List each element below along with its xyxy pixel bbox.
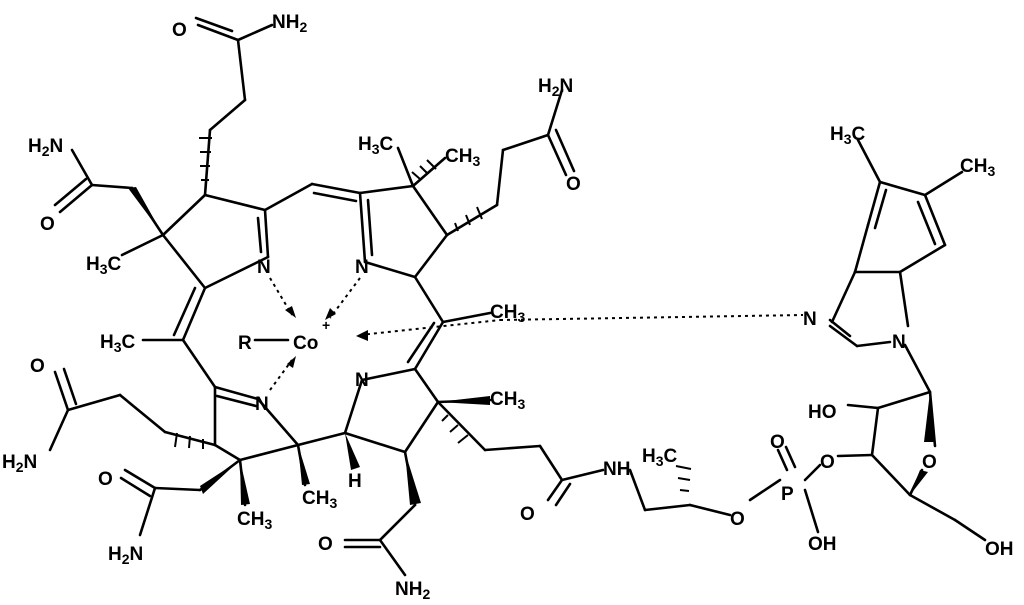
ribose-oh: OH [985,539,1014,560]
amide-oxygen-bottom: O [318,534,333,555]
nitrogen-ring-d: N [255,394,269,415]
ribose-ring-oxygen: O [922,452,937,473]
benzimidazole-n3: N [803,309,817,330]
methyl-ring-d-1: CH3 [237,509,272,532]
methyl-meso-left: H3C [100,332,136,355]
oxygen-ribose-ester: O [820,452,835,473]
benzimidazole-n1: N [892,332,906,353]
coordination-bonds [269,277,804,391]
amide-h2n-bottom-left: H2N [2,452,37,475]
methyl-loop: H3C [642,446,678,469]
phosphorus-label: P [781,484,794,505]
atom-labels: Co + R N N N N O NH2 H2N O H3C H3C CH3 H… [2,12,1014,602]
amide-nh2-top: NH2 [272,12,307,35]
methyl-ring-b-1: H3C [358,134,394,157]
hydrogen-ring-c: H [348,471,362,492]
bond-lines [48,16,987,577]
amide-nh-loop: NH [603,459,630,480]
r-group-label: R [238,333,252,354]
methyl-ring-a: H3C [86,254,122,277]
coordination-arrowheads [285,306,368,368]
methyl-ring-d-2: CH3 [302,488,337,511]
stereo-wedges [128,187,934,505]
phosphate-oh: OH [808,534,837,555]
amide-oxygen-top-right: O [566,174,581,195]
dimethyl-ch3: CH3 [960,156,995,179]
amide-oxygen-bottom-left: O [30,356,45,377]
nitrogen-ring-c: N [355,370,369,391]
amide-nh2-bottom: NH2 [395,579,430,602]
nitrogen-ring-a: N [257,257,271,278]
amide-h2n-top-right: H2N [538,76,573,99]
ribose-ho: HO [808,402,837,423]
methyl-ring-b-2: CH3 [445,146,480,169]
methyl-ring-c: CH3 [490,389,525,412]
amide-h2n-bottom: H2N [108,544,143,567]
cobalt-charge: + [322,317,330,333]
amide-oxygen-top: O [172,20,187,41]
amide-h2n-left: H2N [28,136,63,159]
cobalt-label: Co [293,333,318,354]
dimethyl-h3c: H3C [830,124,866,147]
methyl-meso-right: CH3 [490,302,525,325]
oxygen-phosphate-ester: O [730,509,745,530]
amide-oxygen-loop: O [520,504,535,525]
oxygen-phosphoryl: O [770,432,785,453]
nitrogen-ring-b: N [355,257,369,278]
amide-oxygen-bottom-left-2: O [98,469,113,490]
amide-oxygen-left: O [40,214,55,235]
stereo-hashes [174,137,692,492]
